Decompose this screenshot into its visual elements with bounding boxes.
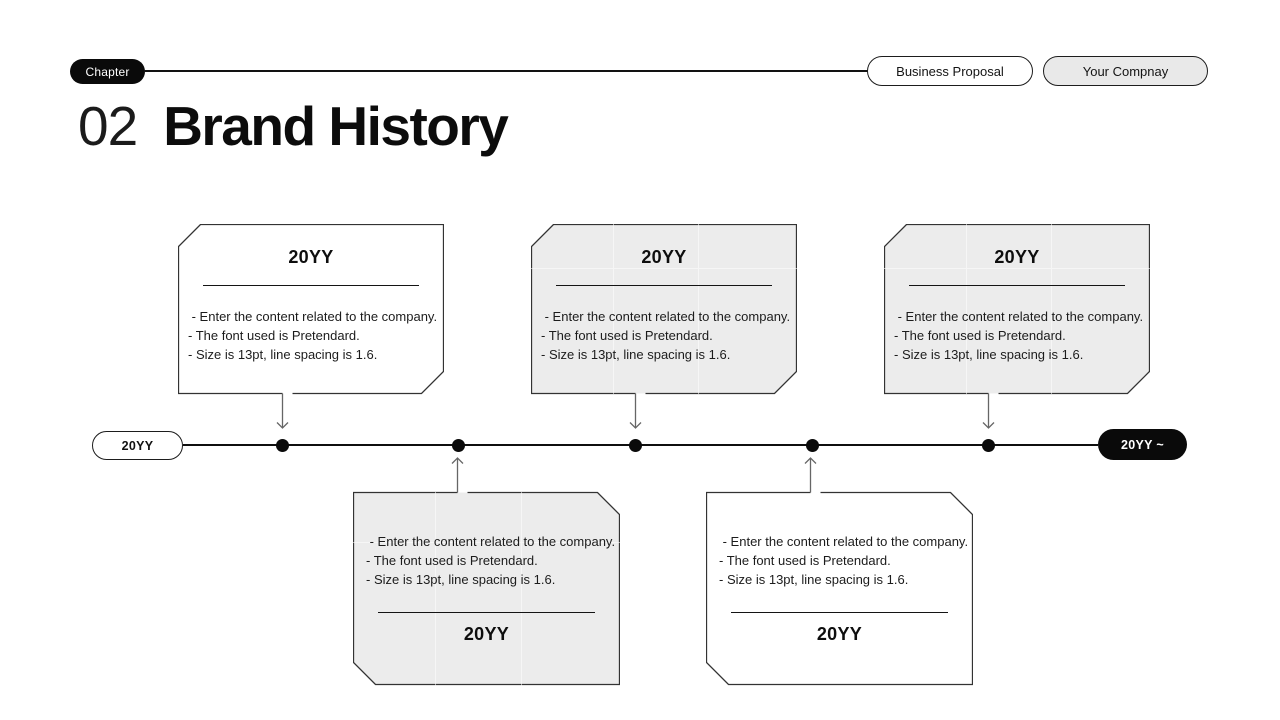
- bullet-line: - Size is 13pt, line spacing is 1.6.: [541, 347, 731, 362]
- timeline-card-4: - Enter the content related to the compa…: [353, 457, 620, 686]
- card-bullets: - Enter the content related to the compa…: [366, 532, 618, 589]
- bullet-line: - The font used is Pretendard.: [188, 328, 360, 343]
- timeline-start-label: 20YY: [121, 438, 154, 453]
- chapter-number: 02: [78, 95, 138, 157]
- company-name-label: Your Compnay: [1082, 63, 1169, 79]
- card-divider: [556, 285, 772, 286]
- bullet-line: - The font used is Pretendard.: [719, 553, 891, 568]
- card-divider: [731, 612, 948, 613]
- bullet-line: - The font used is Pretendard.: [894, 328, 1066, 343]
- card-divider: [378, 612, 595, 613]
- business-proposal-label: Business Proposal: [896, 63, 1004, 79]
- card-year: 20YY: [816, 624, 863, 644]
- timeline-dot: [275, 438, 289, 452]
- card-texture: [353, 492, 620, 686]
- bullet-line: - Size is 13pt, line spacing is 1.6.: [366, 572, 556, 587]
- timeline-start-pill: 20YY: [92, 431, 183, 460]
- timeline-card-5: - Enter the content related to the compa…: [706, 457, 973, 686]
- bullet-line: - The font used is Pretendard.: [366, 553, 538, 568]
- page-title: 02 Brand History: [78, 95, 509, 157]
- card-divider: [909, 285, 1125, 286]
- card-year: 20YY: [463, 624, 510, 644]
- card-bullets: - Enter the content related to the compa…: [894, 307, 1148, 364]
- card-divider: [203, 285, 419, 286]
- bullet-line: - Size is 13pt, line spacing is 1.6.: [894, 347, 1084, 362]
- page-title-text: Brand History: [163, 95, 509, 157]
- timeline-card-1: 20YY - Enter the content related to the …: [178, 224, 444, 429]
- bullet-line: - Enter the content related to the compa…: [719, 534, 969, 549]
- timeline-card-3: 20YY - Enter the content related to the …: [884, 224, 1150, 429]
- company-name-pill: Your Compnay: [1043, 56, 1208, 86]
- timeline-end-pill: 20YY ~: [1098, 429, 1187, 460]
- timeline-dot: [628, 438, 642, 452]
- chapter-pill: Chapter: [70, 59, 145, 84]
- bullet-line: - Size is 13pt, line spacing is 1.6.: [719, 572, 909, 587]
- bullet-line: - Enter the content related to the compa…: [188, 309, 438, 324]
- header-divider-line: [144, 70, 868, 72]
- timeline-dot: [805, 438, 819, 452]
- bullet-line: - Enter the content related to the compa…: [366, 534, 616, 549]
- card-bullets: - Enter the content related to the compa…: [719, 532, 971, 589]
- bullet-line: - The font used is Pretendard.: [541, 328, 713, 343]
- bullet-line: - Enter the content related to the compa…: [894, 309, 1144, 324]
- chapter-label: Chapter: [85, 64, 130, 79]
- bullet-line: - Size is 13pt, line spacing is 1.6.: [188, 347, 378, 362]
- timeline-dot: [451, 438, 465, 452]
- timeline-card-2: 20YY - Enter the content related to the …: [531, 224, 797, 429]
- bullet-line: - Enter the content related to the compa…: [541, 309, 791, 324]
- timeline-dot: [981, 438, 995, 452]
- card-year: 20YY: [288, 247, 334, 267]
- card-year: 20YY: [641, 247, 687, 267]
- card-year: 20YY: [994, 247, 1040, 267]
- card-bullets: - Enter the content related to the compa…: [541, 307, 795, 364]
- timeline-end-label: 20YY ~: [1121, 437, 1164, 452]
- card-bullets: - Enter the content related to the compa…: [188, 307, 442, 364]
- business-proposal-pill: Business Proposal: [867, 56, 1033, 86]
